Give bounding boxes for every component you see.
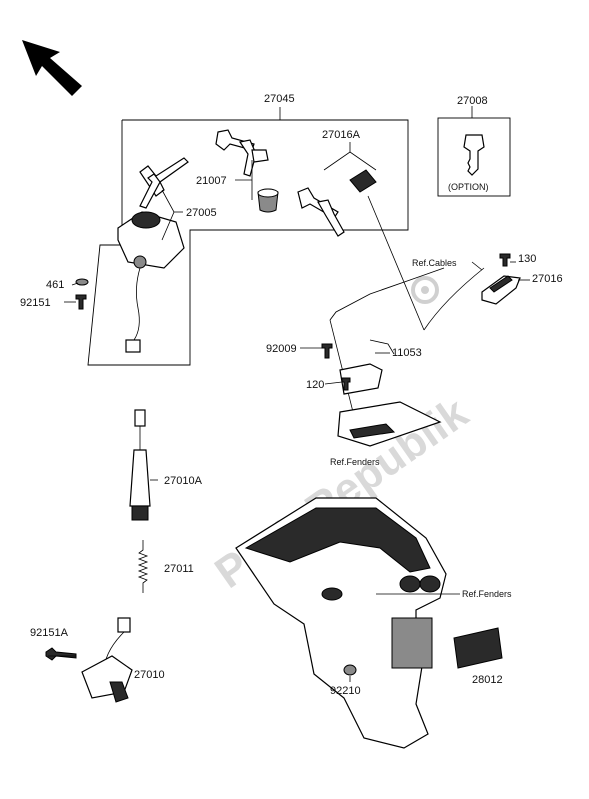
direction-arrow-icon	[22, 40, 82, 96]
part-120	[341, 377, 351, 391]
fender-upper	[337, 401, 442, 447]
label-27005: 27005	[186, 207, 217, 219]
label-27010a: 27010A	[164, 475, 203, 487]
part-130	[499, 253, 511, 267]
label-ref-cables: Ref.Cables	[412, 258, 457, 268]
part-27010a	[129, 409, 151, 521]
label-92151: 92151	[20, 297, 51, 309]
label-option: (OPTION)	[448, 182, 489, 192]
part-92151	[75, 294, 87, 310]
sub-frame	[329, 267, 445, 321]
label-11053: 11053	[392, 347, 422, 359]
key-icon	[297, 169, 377, 237]
label-ref-fenders-1: Ref.Fenders	[330, 457, 380, 467]
part-461	[75, 278, 89, 286]
part-27011	[137, 540, 149, 593]
key-icon	[215, 129, 269, 177]
label-21007: 21007	[196, 175, 227, 187]
rear-fender	[235, 497, 447, 749]
label-92151a: 92151A	[30, 627, 69, 639]
label-27016a: 27016A	[322, 129, 361, 141]
group-frame-27045	[87, 119, 409, 366]
key-icon	[463, 134, 485, 176]
gear-icon	[411, 276, 439, 304]
label-27016: 27016	[532, 273, 563, 285]
part-11053	[339, 339, 395, 395]
label-120: 120	[306, 379, 324, 391]
part-92009	[321, 343, 333, 359]
part-92210	[343, 664, 357, 676]
label-28012: 28012	[472, 674, 503, 686]
label-461: 461	[46, 279, 64, 291]
part-27005	[117, 211, 185, 353]
label-130: 130	[518, 253, 536, 265]
label-27008: 27008	[457, 95, 488, 107]
part-92151a	[45, 647, 77, 661]
label-27010: 27010	[134, 669, 165, 681]
part-27010	[81, 617, 133, 703]
label-27011: 27011	[164, 563, 194, 575]
part-28012	[453, 627, 503, 669]
label-92210: 92210	[330, 685, 361, 697]
part-21007	[257, 188, 279, 213]
part-27016	[481, 275, 521, 305]
label-27045: 27045	[264, 93, 295, 105]
key-icon	[139, 157, 189, 209]
label-ref-fenders-2: Ref.Fenders	[462, 589, 512, 599]
label-92009: 92009	[266, 343, 297, 355]
option-box	[437, 117, 511, 197]
